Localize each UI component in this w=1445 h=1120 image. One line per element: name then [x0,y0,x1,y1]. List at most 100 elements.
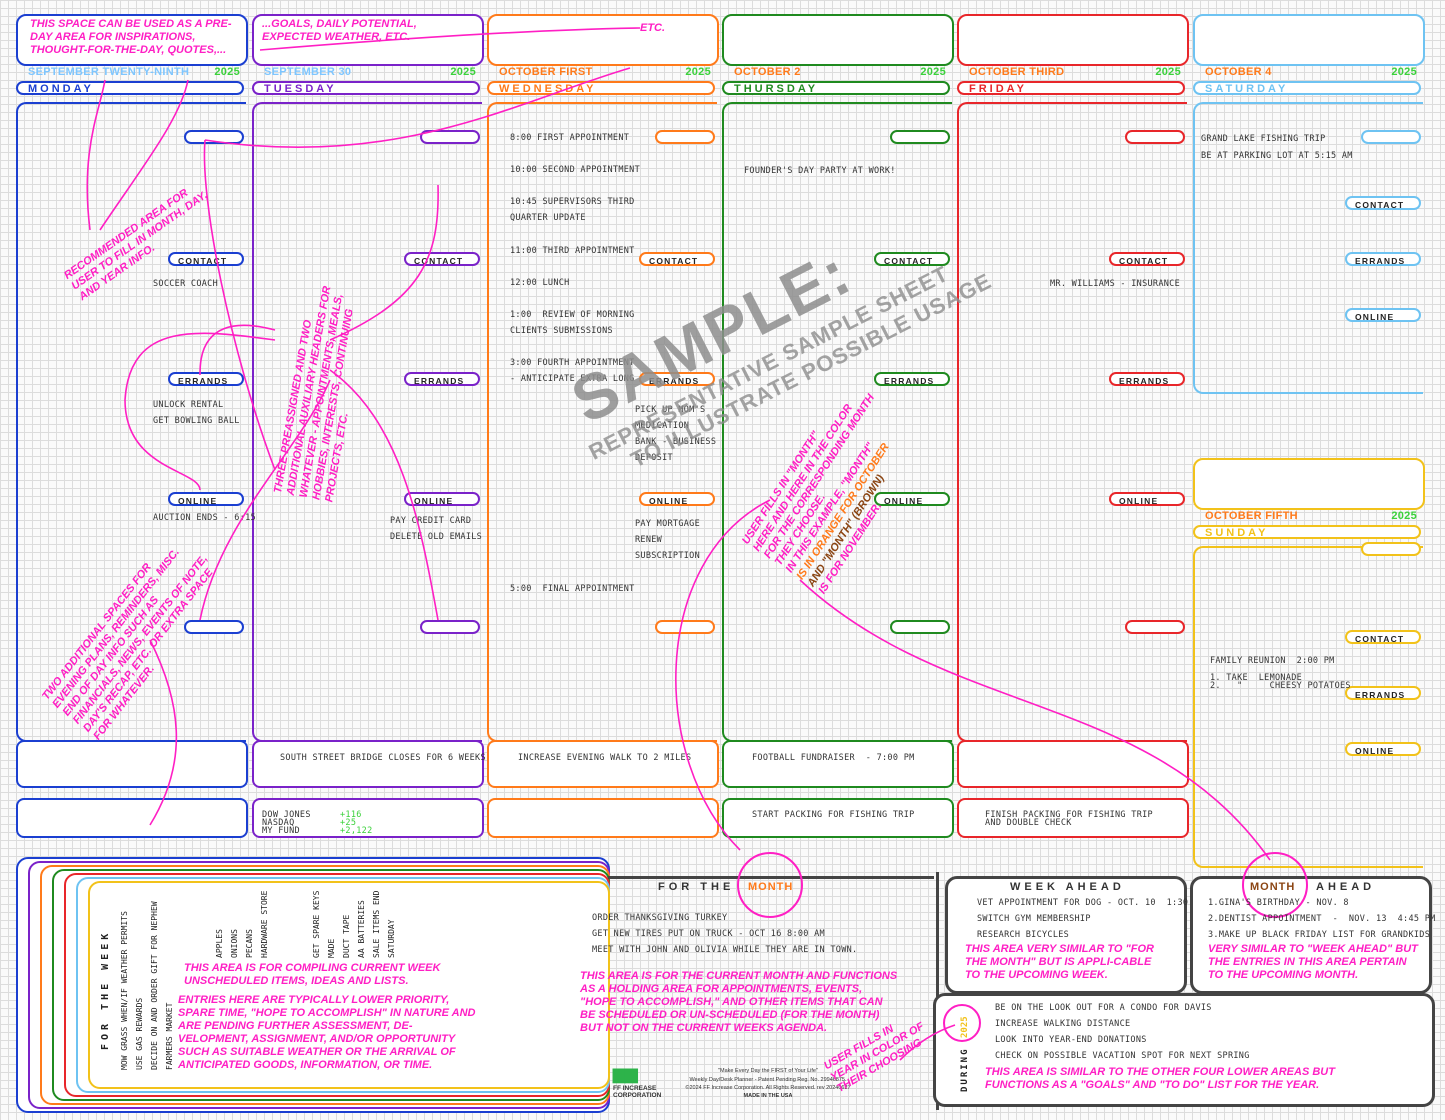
header-tab-1-thu[interactable] [890,130,950,144]
tab-contact-sat[interactable]: CONTACT [1345,196,1421,210]
preday-box-sun[interactable] [1193,458,1425,510]
entry-tue-online-1: PAY CREDIT CARD [390,516,472,526]
tab-online-thu[interactable]: ONLINE [874,492,950,506]
preday-box-thu[interactable] [722,14,954,66]
tab-contact-tue[interactable]: CONTACT [404,252,480,266]
entry-wed-final: 5:00 FINAL APPOINTMENT [510,584,635,594]
forweek-item: APPLES [215,929,224,958]
preday-box-sat[interactable] [1193,14,1425,66]
during-year-circle [943,1004,981,1042]
tab-online-mon[interactable]: ONLINE [168,492,244,506]
entry-wed-evening: INCREASE EVENING WALK TO 2 MILES [518,753,692,763]
daybody-sat[interactable] [1193,102,1423,394]
entry-wed-appt: CLIENTS SUBMISSIONS [510,326,613,336]
year-fri: 2025 [1155,66,1181,78]
evening-box-1-mon[interactable] [16,740,248,788]
tab-online-tue[interactable]: ONLINE [404,492,480,506]
evening-box-1-tue[interactable] [252,740,484,788]
weekahead-frame [945,876,1187,994]
forweek-item: ONIONS [230,929,239,958]
entry-thu-evening-1: FOOTBALL FUNDRAISER - 7:00 PM [752,753,915,763]
entry-wed-errand-2: MEDICATION [635,421,690,431]
footer-tag: "Make Every Day the FIRST of Your Life" [718,1068,818,1074]
header-tab-1-mon[interactable] [184,130,244,144]
tab-contact-thu[interactable]: CONTACT [874,252,950,266]
dateline-sat: OCTOBER 4 2025 [1205,66,1417,78]
evening-box-1-fri[interactable] [957,740,1189,788]
monthahead-month-circle [1242,852,1308,918]
weekahead-title: WEEK AHEAD [1010,881,1125,893]
entry-wed-online-2: RENEW [635,535,663,545]
tab-online-sun[interactable]: ONLINE [1345,742,1421,756]
header-tab-2-tue[interactable] [420,620,480,634]
date-tue: SEPTEMBER 30 [264,66,352,78]
tab-errands-sat[interactable]: ERRANDS [1345,252,1421,266]
evening-box-1-thu[interactable] [722,740,954,788]
entry-tue-market-2: NASDAQ [262,818,295,828]
entry-mon-contact: SOCCER COACH [153,279,219,289]
entry-wed-appt: - ANTICIPATE EXTRA LONG [510,374,635,384]
tab-online-fri[interactable]: ONLINE [1109,492,1185,506]
entry-sat-1: GRAND LAKE FISHING TRIP [1201,134,1326,144]
forweek-frame-7 [88,881,610,1089]
tab-contact-fri[interactable]: CONTACT [1109,252,1185,266]
entry-tue-market-3-val: +2,122 [340,826,373,836]
tab-contact-mon[interactable]: CONTACT [168,252,244,266]
header-tab-2-fri[interactable] [1125,620,1185,634]
evening-box-2-mon[interactable] [16,798,248,838]
forweek-item: SALE ITEMS END [372,890,381,958]
forweek-item: GET SPARE KEYS [312,890,321,958]
tab-errands-thu[interactable]: ERRANDS [874,372,950,386]
tab-errands-wed[interactable]: ERRANDS [639,372,715,386]
dateline-mon: SEPTEMBER TWENTY-NINTH 2025 [28,66,240,78]
header-tab-1-tue[interactable] [420,130,480,144]
logo-icon: ▆▆ [613,1066,638,1083]
daybody-fri[interactable] [957,102,1187,742]
entry-fri-contact: MR. WILLIAMS - INSURANCE [1050,279,1181,289]
annotation-forweek-1: THIS AREA IS FOR COMPILING CURRENT WEEK … [184,962,441,987]
evening-box-2-wed[interactable] [487,798,719,838]
preday-box-wed[interactable] [487,14,719,66]
tab-errands-mon[interactable]: ERRANDS [168,372,244,386]
entry-wed-appt: 1:00 REVIEW OF MORNING [510,310,635,320]
tab-errands-fri[interactable]: ERRANDS [1109,372,1185,386]
header-tab-2-wed[interactable] [655,620,715,634]
entry-wed-appt: 3:00 FOURTH APPOINTMENT [510,358,635,368]
evening-box-1-wed[interactable] [487,740,719,788]
tab-online-sat[interactable]: ONLINE [1345,308,1421,322]
header-tab-2-thu[interactable] [890,620,950,634]
tab-errands-tue[interactable]: ERRANDS [404,372,480,386]
date-sun: OCTOBER FIFTH [1205,510,1298,522]
weekahead-item-1: VET APPOINTMENT FOR DOG - OCT. 10 1:30 [977,898,1189,908]
entry-tue-market-1-val: +116 [340,810,362,820]
entry-mon-online: AUCTION ENDS - 6:15 [153,513,256,523]
entry-wed-errand-3: BANK - BUSINESS [635,437,717,447]
evening-box-2-tue[interactable] [252,798,484,838]
annotation-goals: ...GOALS, DAILY POTENTIAL, EXPECTED WEAT… [262,18,417,43]
entry-fri-evening-b: AND DOUBLE CHECK [985,818,1072,828]
entry-thu-top: FOUNDER'S DAY PARTY AT WORK! [744,166,896,176]
preday-box-mon[interactable] [16,14,248,66]
formonth-item-2: GET NEW TIRES PUT ON TRUCK - OCT 16 8:00… [592,929,825,939]
tab-online-wed[interactable]: ONLINE [639,492,715,506]
header-tab-1-sun[interactable] [1361,542,1421,556]
monthahead-item-1: 1.GINA'S BIRTHDAY - NOV. 8 [1208,898,1349,908]
entry-sun-1: FAMILY REUNION 2:00 PM [1210,656,1335,666]
during-label: DURING [960,1047,970,1092]
monthahead-frame [1190,876,1432,994]
annotation-weekahead: THIS AREA VERY SIMILAR TO "FOR THE MONTH… [965,943,1154,981]
year-sat: 2025 [1391,66,1417,78]
tab-contact-wed[interactable]: CONTACT [639,252,715,266]
tab-errands-sun[interactable]: ERRANDS [1345,686,1421,700]
footer-line4: MADE IN THE USA [743,1093,793,1099]
daybody-sun[interactable] [1193,546,1423,868]
header-tab-1-fri[interactable] [1125,130,1185,144]
header-tab-2-mon[interactable] [184,620,244,634]
forweek-item: MADE [327,938,336,958]
header-tab-1-wed[interactable] [655,130,715,144]
tab-contact-sun[interactable]: CONTACT [1345,630,1421,644]
header-tab-1-sat[interactable] [1361,130,1421,144]
preday-box-fri[interactable] [957,14,1189,66]
entry-mon-errand-2: GET BOWLING BALL [153,416,240,426]
